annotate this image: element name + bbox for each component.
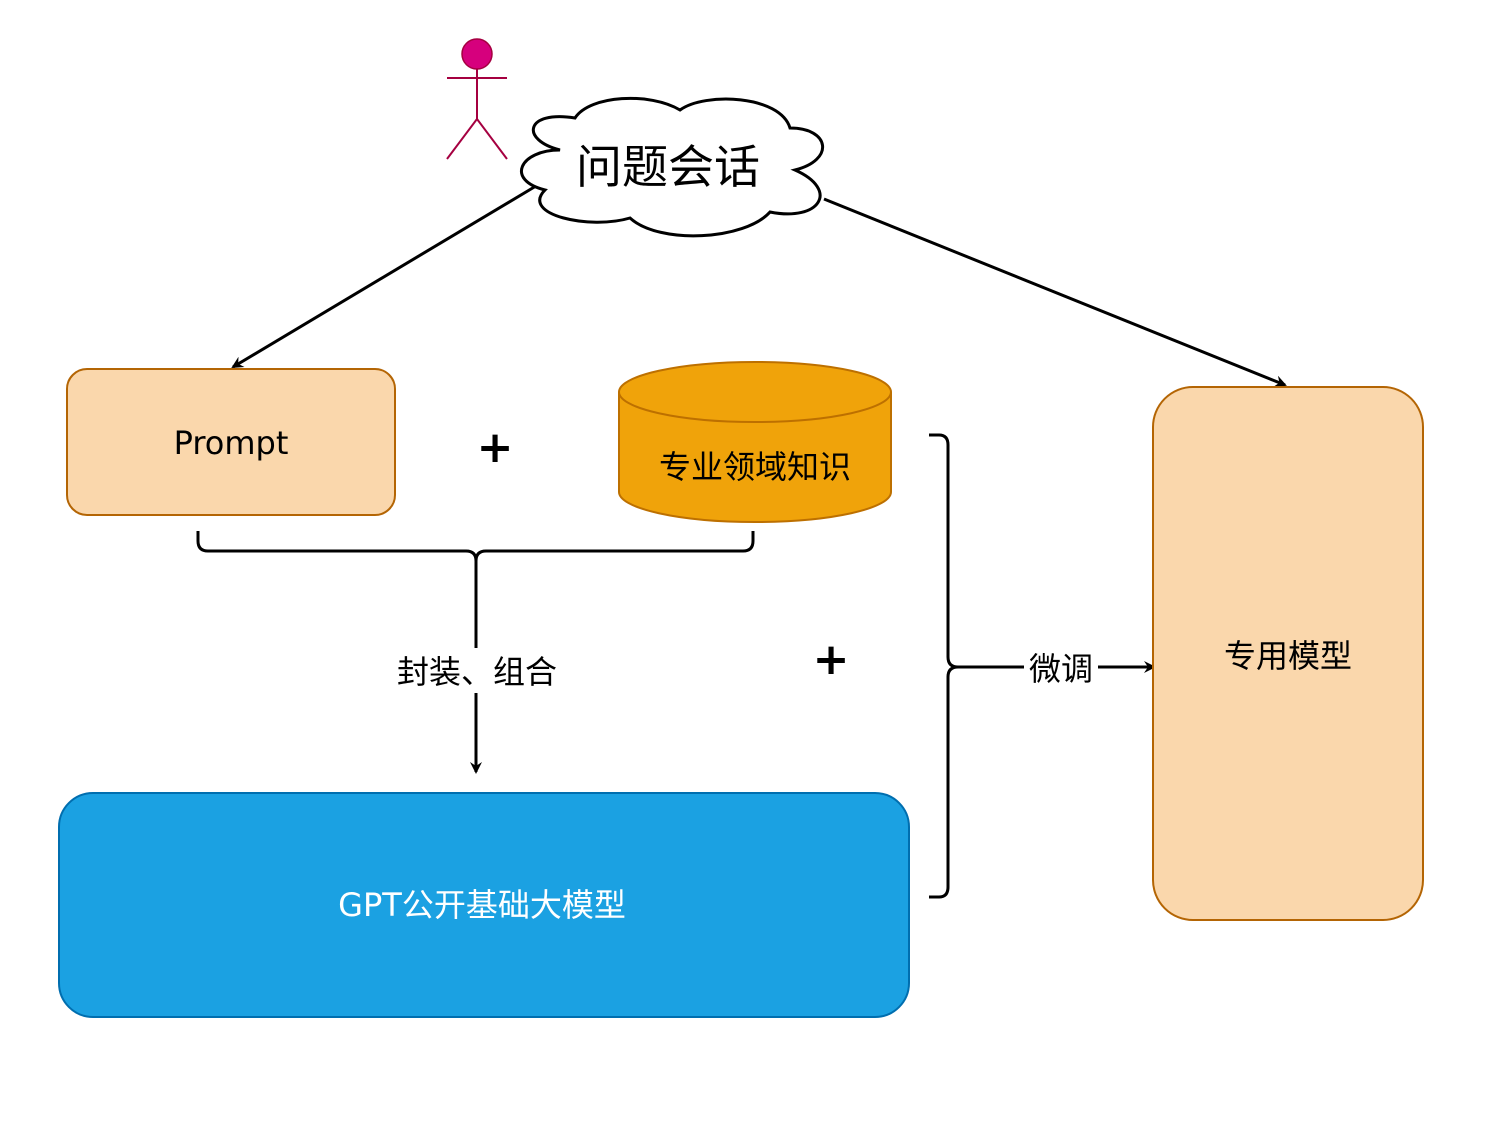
prompt-node: Prompt	[66, 368, 396, 516]
finetune-label: 微调	[1029, 650, 1093, 688]
gpt-label: GPT公开基础大模型	[338, 886, 626, 924]
combine-brace	[196, 531, 755, 562]
knowledge-database: 专业领域知识	[618, 361, 892, 523]
prompt-label: Prompt	[174, 424, 289, 462]
special-model-node: 专用模型	[1152, 386, 1424, 921]
knowledge-label: 专业领域知识	[659, 448, 851, 486]
plus-sign-2: +	[813, 634, 850, 685]
conversation-label: 问题会话	[576, 140, 760, 194]
special-model-label: 专用模型	[1224, 637, 1352, 675]
plus-sign: +	[477, 422, 514, 473]
combine-label: 封装、组合	[397, 653, 557, 691]
gpt-node: GPT公开基础大模型	[58, 792, 910, 1018]
user-actor-icon	[446, 38, 508, 160]
edge-conversation-to-prompt	[231, 184, 537, 369]
edge-conversation-to-special	[823, 197, 1287, 387]
conversation-cloud: 问题会话	[520, 96, 825, 238]
